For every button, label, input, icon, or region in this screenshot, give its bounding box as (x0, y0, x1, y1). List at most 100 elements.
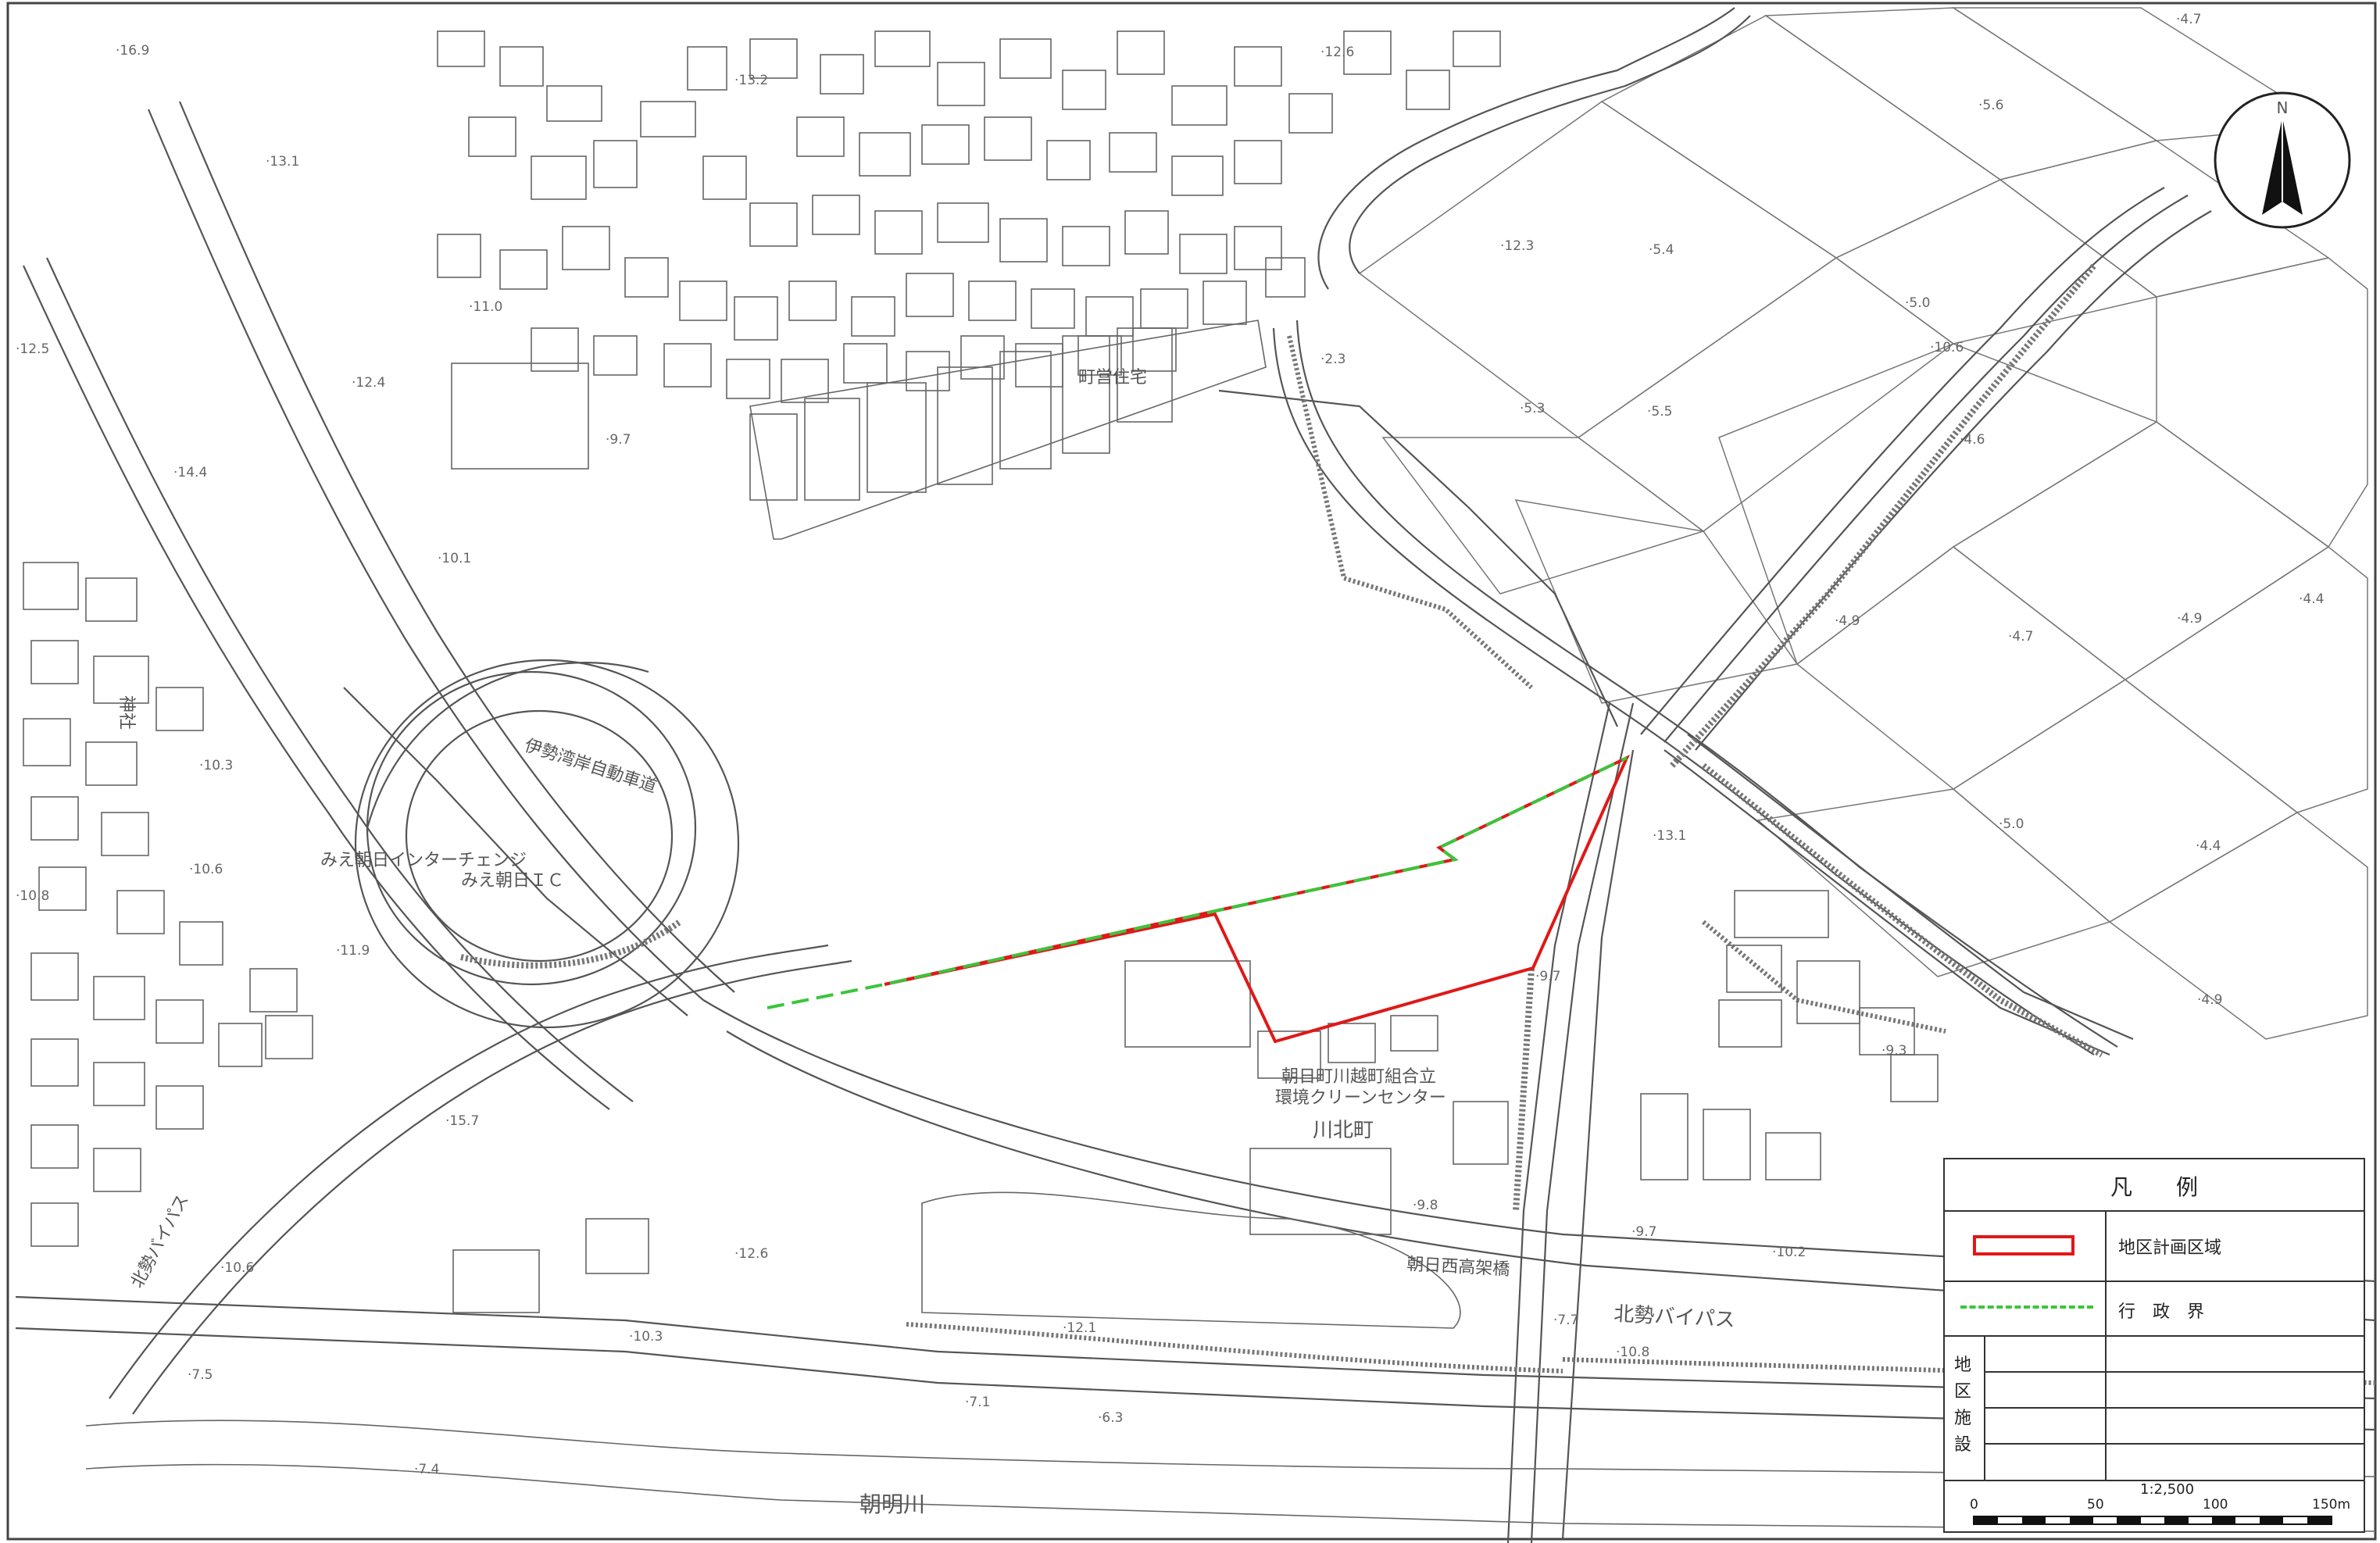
legend-symbol-district-area (1945, 1210, 2107, 1280)
elevation-point: ·10.8 (1616, 1345, 1649, 1360)
elevation-point: ·4.6 (1960, 432, 1985, 448)
scale-segment (2283, 1517, 2307, 1523)
elevation-point: ·5.6 (1978, 98, 2003, 113)
scale-segment (2117, 1517, 2141, 1523)
elevation-point: ·9.3 (1881, 1043, 1907, 1059)
elevation-point: ·9.7 (1631, 1224, 1656, 1240)
elevation-point: ·12.6 (1320, 45, 1354, 60)
elevation-point: ·5.0 (1999, 816, 2024, 832)
scale-segment (2021, 1517, 2046, 1523)
housing-blocks (451, 320, 1267, 540)
elevation-point: ·9.7 (606, 432, 631, 448)
elevation-point: ·13.2 (734, 73, 768, 88)
legend-label-district-area: 地区計画区域 (2118, 1238, 2222, 1258)
elevation-point: ·12.1 (1063, 1320, 1096, 1336)
legend-row-facilities: 地 区 施 設 (1945, 1335, 2364, 1481)
field-grid (1358, 7, 2368, 1040)
elevation-point: ·10.6 (189, 862, 223, 877)
elevation-point: ·7.5 (188, 1367, 213, 1383)
elevation-point: ·15.7 (445, 1113, 479, 1129)
scale-bar (1973, 1516, 2332, 1525)
elevation-point: ·16.9 (116, 43, 149, 59)
elevation-point: ·4.4 (2299, 591, 2324, 607)
residential-blocks-north (437, 30, 1501, 403)
elevation-point: ·7.7 (1553, 1313, 1578, 1328)
legend-scale-area: 1:2,500 0 50 100 150m (1945, 1480, 2364, 1531)
legend-row-admin-boundary: 行 政 界 (1945, 1280, 2364, 1337)
elevation-point: ·13.1 (1653, 828, 1686, 844)
north-arrow: N (2214, 91, 2351, 229)
elevation-point: ·4.4 (2196, 838, 2221, 854)
elevation-point: ·12.3 (1500, 238, 1534, 254)
elevation-point: ·4.9 (2197, 992, 2222, 1008)
elevation-point: ·10.6 (220, 1260, 254, 1276)
legend-label-facilities: 地 区 施 設 (1954, 1355, 1972, 1455)
elevation-point: ·13.1 (266, 154, 299, 170)
elevation-point: ·5.4 (1649, 242, 1674, 258)
elevation-point: ·11.9 (336, 943, 370, 959)
scale-tick-150: 150m (2312, 1497, 2351, 1513)
elevation-point: ·4.9 (2177, 611, 2202, 627)
elevation-point: ·10.3 (199, 758, 233, 773)
scale-segment (2188, 1517, 2213, 1523)
scale-segment (2212, 1517, 2236, 1523)
elevation-point: ·7.4 (414, 1462, 439, 1477)
elevation-point: ·7.1 (965, 1395, 990, 1410)
scale-tick-100: 100 (2203, 1497, 2228, 1513)
elevation-point: ·14.4 (173, 465, 207, 480)
north-label: N (2277, 98, 2289, 117)
scale-segment (2140, 1517, 2165, 1523)
elevation-point: ·9.7 (1535, 969, 1560, 984)
elevation-point: ·4.7 (2008, 629, 2033, 645)
scale-segment (2307, 1517, 2332, 1523)
legend-symbol-admin-boundary (1945, 1280, 2107, 1335)
elevation-point: ·2.3 (1320, 352, 1345, 367)
map-legend: 凡 例 地区計画区域 行 政 界 地 区 施 設 1:2,500 0 50 10… (1943, 1158, 2365, 1533)
elevation-point: ·10.8 (16, 888, 49, 904)
scale-segment (2235, 1517, 2260, 1523)
elevation-point: ·4.9 (1835, 613, 1860, 629)
elevation-point: ·5.3 (1520, 401, 1545, 416)
label-housing: 町営住宅 (1078, 368, 1147, 388)
label-center-line2: 環境クリーンセンター (1275, 1088, 1446, 1108)
elevation-point: ·10.1 (438, 551, 471, 566)
scale-segment (1974, 1517, 1999, 1523)
elevation-point: ·12.4 (352, 375, 385, 391)
legend-title-row: 凡 例 (1945, 1159, 2364, 1212)
lower-structures (85, 890, 2376, 1532)
legend-row-district-area: 地区計画区域 (1945, 1210, 2364, 1282)
scale-segment (2164, 1517, 2189, 1523)
scale-segment (1998, 1517, 2022, 1523)
administrative-boundary[interactable] (767, 756, 1628, 1009)
scale-segment (2093, 1517, 2117, 1523)
scale-segment (2046, 1517, 2070, 1523)
label-district: 川北町 (1313, 1119, 1374, 1142)
legend-label-admin-boundary: 行 政 界 (2118, 1302, 2205, 1322)
label-interchange: みえ朝日インターチェンジ (320, 851, 527, 870)
elevation-point: ·5.5 (1647, 404, 1672, 420)
label-center-line1: 朝日町川越町組合立 (1281, 1067, 1436, 1087)
map-frame (6, 2, 2377, 1541)
interchange-loop (343, 659, 740, 1029)
elevation-point: ·5.0 (1905, 295, 1930, 311)
elevation-point: ·9.8 (1413, 1198, 1438, 1213)
label-shrine: 神社 (116, 695, 136, 730)
elevation-point: ·10.6 (1930, 340, 1964, 355)
elevation-point: ·10.3 (629, 1329, 663, 1345)
elevation-points: ·16.9 ·13.1 ·13.2 ·12.6 ·12.3 ·11.0 ·12.5 ·12.4… (16, 12, 2324, 1477)
scale-ratio: 1:2,500 (2140, 1481, 2195, 1498)
label-river: 朝明川 (859, 1491, 925, 1517)
elevation-point: ·6.3 (1098, 1410, 1123, 1426)
residential-blocks-west (23, 562, 313, 1247)
scale-segment (2259, 1517, 2284, 1523)
label-ic: みえ朝日ＩＣ (461, 871, 564, 891)
elevation-point: ·12.6 (734, 1246, 768, 1262)
elevation-point: ·4.7 (2176, 12, 2201, 27)
elevation-point: ·10.2 (1772, 1245, 1806, 1260)
elevation-point: ·12.5 (16, 341, 49, 357)
scale-segment (2069, 1517, 2094, 1523)
elevation-point: ·11.0 (469, 299, 502, 315)
legend-title: 凡 例 (2110, 1174, 2198, 1200)
scale-tick-0: 0 (1970, 1497, 1978, 1513)
